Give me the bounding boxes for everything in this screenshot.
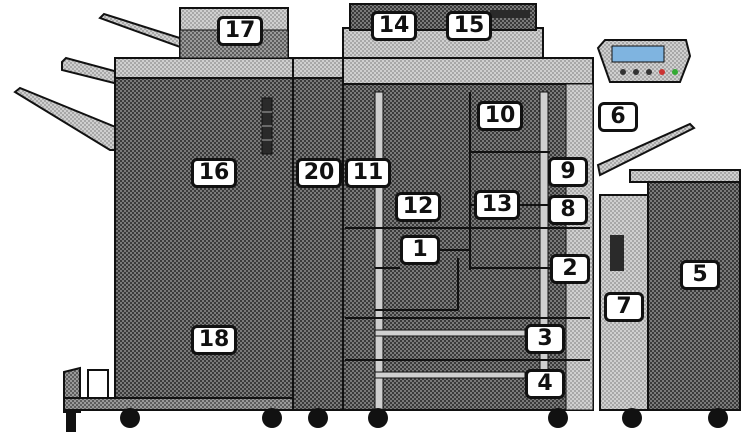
callout-6: 6 — [598, 102, 638, 132]
callout-10: 10 — [477, 101, 523, 131]
callout-12: 12 — [395, 192, 441, 222]
callout-17: 17 — [217, 16, 263, 46]
large-capacity-tray — [600, 170, 740, 410]
caster-wheels — [66, 408, 728, 432]
callout-14: 14 — [371, 11, 417, 41]
callout-13: 13 — [474, 190, 520, 220]
callout-20: 20 — [296, 158, 342, 188]
callout-8: 8 — [548, 195, 588, 225]
callout-1: 1 — [400, 235, 440, 265]
callout-18: 18 — [191, 325, 237, 355]
callout-16: 16 — [191, 158, 237, 188]
callout-3: 3 — [525, 324, 565, 354]
callout-15: 15 — [446, 11, 492, 41]
callout-9: 9 — [548, 157, 588, 187]
callout-2: 2 — [550, 254, 590, 284]
callout-11: 11 — [345, 158, 391, 188]
callout-7: 7 — [604, 292, 644, 322]
relay-unit — [293, 58, 343, 410]
callout-5: 5 — [680, 260, 720, 290]
callout-4: 4 — [525, 369, 565, 399]
